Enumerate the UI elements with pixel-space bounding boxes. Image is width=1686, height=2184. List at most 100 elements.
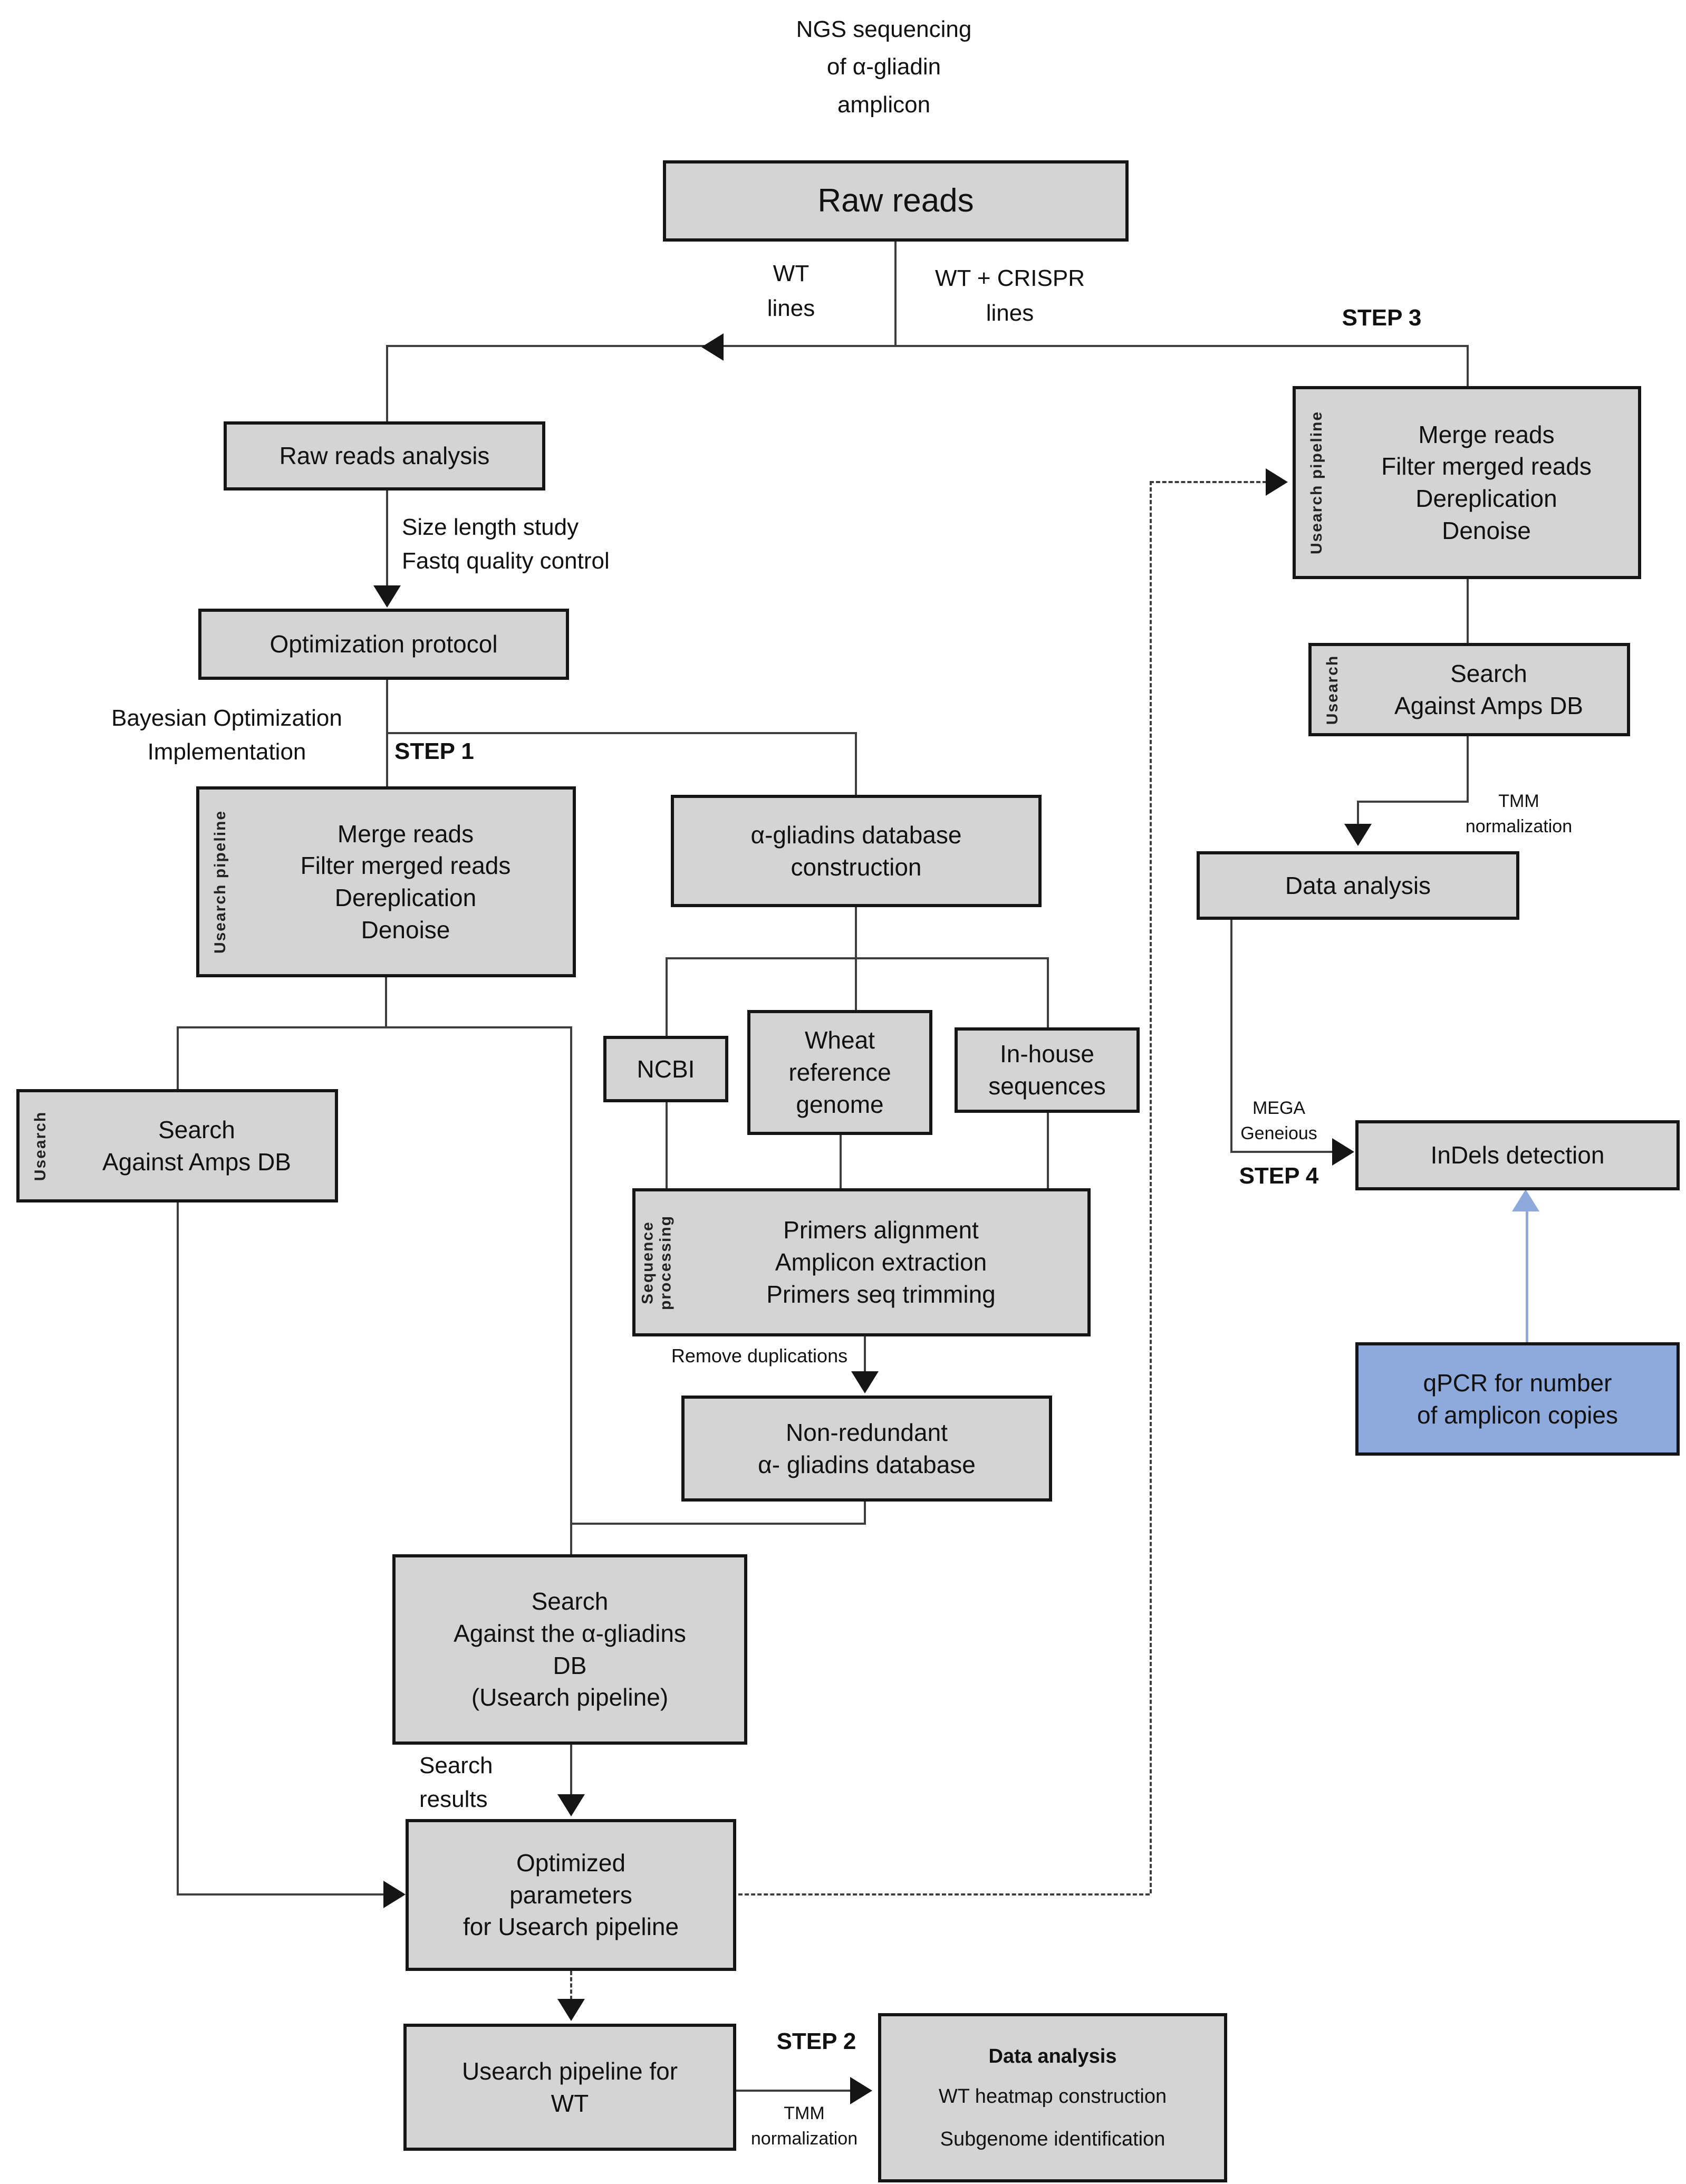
connector-ncbi-to-primers xyxy=(666,1101,668,1188)
node-search-amps-db-right: Usearch Search Against Amps DB xyxy=(1308,643,1630,736)
node-usearch-pipeline-step3-side-label: Usearch pipeline xyxy=(1308,410,1326,555)
arrowhead-right-indels xyxy=(1332,1138,1354,1166)
node-wheat-reference-genome-label: Wheat reference genome xyxy=(788,1026,891,1118)
node-in-house-sequences-label: In-house sequences xyxy=(988,1040,1106,1100)
label-mega-geneious: MEGA Geneious xyxy=(1240,1098,1317,1143)
node-usearch-pipeline-step3-label: Merge reads Filter merged reads Dereplic… xyxy=(1381,420,1592,544)
connector-to-searchamps-left xyxy=(177,1026,179,1090)
node-indels-detection-label: InDels detection xyxy=(1430,1141,1605,1169)
connector-sources-split xyxy=(666,957,1049,959)
node-raw-reads-analysis-label: Raw reads analysis xyxy=(279,442,490,470)
connector-searchamps-left-down xyxy=(177,1201,179,1894)
connector-to-step3-box xyxy=(1467,345,1469,387)
node-search-amps-db-left: Usearch Search Against Amps DB xyxy=(16,1089,338,1202)
arrowhead-right-step3-dashed xyxy=(1266,468,1288,496)
diagram-title: NGS sequencing of α-gliadin amplicon xyxy=(796,16,972,118)
connector-nonredundant-down xyxy=(864,1502,866,1525)
arrowhead-down-optimization xyxy=(373,585,401,608)
node-search-amps-db-right-side-label: Usearch xyxy=(1324,655,1342,725)
node-data-analysis-crispr: Data analysis xyxy=(1197,851,1519,920)
label-step3: STEP 3 xyxy=(1342,305,1422,331)
node-sequence-processing: Sequence processing Primers alignment Am… xyxy=(632,1188,1091,1336)
label-tmm-normalization-step3: TMM normalization xyxy=(1465,791,1573,836)
connector-search-to-optimized xyxy=(570,1745,572,1796)
connector-step1-down xyxy=(385,977,387,1027)
connector-dashed-optimized-to-wt xyxy=(570,1971,572,2000)
label-wt-lines: WT lines xyxy=(767,261,815,321)
node-usearch-pipeline-wt: Usearch pipeline for WT xyxy=(403,2024,736,2151)
connector-step3-to-search xyxy=(1467,579,1469,644)
label-step1: STEP 1 xyxy=(394,738,474,764)
connector-into-gliadins-search xyxy=(570,1523,572,1555)
node-ncbi-label: NCBI xyxy=(637,1055,695,1083)
label-search-results: Search results xyxy=(419,1753,493,1812)
node-qpcr-copies: qPCR for number of amplicon copies xyxy=(1355,1342,1680,1456)
connector-dashed-feedback-bottom xyxy=(738,1893,1150,1896)
connector-step4-horizontal xyxy=(1230,1151,1334,1153)
connector-searchright-left xyxy=(1357,801,1469,803)
label-bayesian-optimization: Bayesian Optimization Implementation xyxy=(111,705,342,765)
connector-to-ncbi xyxy=(666,957,668,1037)
node-optimization-protocol-label: Optimization protocol xyxy=(269,630,498,658)
node-gliadins-db-construction: α-gliadins database construction xyxy=(671,795,1042,907)
node-in-house-sequences: In-house sequences xyxy=(955,1027,1140,1113)
connector-branch-to-dbconstruction xyxy=(386,732,857,734)
connector-dashed-feedback-top xyxy=(1150,481,1267,483)
node-ncbi: NCBI xyxy=(603,1036,728,1102)
connector-step1-split xyxy=(177,1026,572,1028)
node-data-analysis-wt-line2: Subgenome identification xyxy=(940,2128,1165,2150)
connector-rawreads-down xyxy=(894,242,897,346)
arrowhead-down-optimized xyxy=(557,1794,585,1816)
label-remove-duplications: Remove duplications xyxy=(671,1345,848,1367)
node-non-redundant-db: Non-redundant α- gliadins database xyxy=(681,1396,1052,1502)
node-raw-reads-analysis: Raw reads analysis xyxy=(224,421,545,490)
node-data-analysis-wt-line1: WT heatmap construction xyxy=(938,2085,1167,2108)
connector-dashed-feedback-vertical xyxy=(1150,481,1152,1893)
connector-primers-to-nonredundant xyxy=(864,1335,866,1373)
node-raw-reads-label: Raw reads xyxy=(817,182,974,219)
node-data-analysis-wt-title: Data analysis xyxy=(988,2045,1117,2068)
node-search-gliadins-db-label: Search Against the α-gliadins DB (Usearc… xyxy=(454,1588,686,1711)
node-indels-detection: InDels detection xyxy=(1355,1120,1680,1190)
node-optimization-protocol: Optimization protocol xyxy=(198,609,569,680)
node-search-amps-db-left-side-label: Usearch xyxy=(32,1111,50,1181)
node-non-redundant-db-label: Non-redundant α- gliadins database xyxy=(758,1418,976,1478)
connector-dataanalysis-to-step4 xyxy=(1230,920,1232,1152)
arrowhead-down-usearch-wt xyxy=(557,1999,585,2021)
connector-wheat-to-primers xyxy=(840,1134,842,1188)
node-usearch-pipeline-step1: Usearch pipeline Merge reads Filter merg… xyxy=(196,786,576,977)
node-qpcr-copies-label: qPCR for number of amplicon copies xyxy=(1417,1369,1618,1429)
node-usearch-pipeline-step1-side-label: Usearch pipeline xyxy=(211,810,229,954)
node-optimized-parameters-label: Optimized parameters for Usearch pipelin… xyxy=(463,1849,679,1941)
node-sequence-processing-label: Primers alignment Amplicon extraction Pr… xyxy=(766,1216,996,1308)
arrowhead-right-dataanalysis-wt xyxy=(850,2077,872,2104)
connector-analysis-to-optimization xyxy=(386,489,388,588)
node-data-analysis-crispr-label: Data analysis xyxy=(1285,871,1431,899)
node-wheat-reference-genome: Wheat reference genome xyxy=(747,1010,932,1135)
connector-distribution-horizontal xyxy=(386,345,1468,347)
connector-to-inhouse xyxy=(1047,957,1049,1028)
arrowhead-down-dataanalysis-right xyxy=(1344,824,1372,846)
arrowhead-down-nonredundant xyxy=(851,1371,879,1393)
label-size-length-study: Size length study Fastq quality control xyxy=(402,514,610,574)
node-usearch-pipeline-step1-label: Merge reads Filter merged reads Dereplic… xyxy=(300,820,511,944)
connector-searchright-down xyxy=(1467,736,1469,803)
node-search-gliadins-db: Search Against the α-gliadins DB (Usearc… xyxy=(392,1554,747,1745)
node-search-amps-db-right-label: Search Against Amps DB xyxy=(1394,659,1583,719)
node-sequence-processing-side-label: Sequence processing xyxy=(639,1215,674,1310)
node-data-analysis-wt: Data analysis WT heatmap construction Su… xyxy=(878,2013,1227,2182)
label-tmm-normalization-step2: TMM normalization xyxy=(750,2103,858,2149)
connector-down-dbconstruction xyxy=(855,732,857,795)
arrowhead-up-indels-blue xyxy=(1512,1189,1539,1211)
connector-nonredundant-left xyxy=(570,1523,866,1525)
connector-into-dataanalysis-right xyxy=(1357,801,1359,825)
arrowhead-right-optimized-params xyxy=(383,1881,406,1908)
node-usearch-pipeline-wt-label: Usearch pipeline for WT xyxy=(461,2057,678,2117)
label-step2: STEP 2 xyxy=(776,2028,856,2054)
node-optimized-parameters: Optimized parameters for Usearch pipelin… xyxy=(406,1819,736,1971)
connector-inhouse-to-primers xyxy=(1047,1112,1049,1188)
node-usearch-pipeline-step3: Usearch pipeline Merge reads Filter merg… xyxy=(1293,386,1641,579)
arrowhead-left-wt-branch xyxy=(701,333,724,361)
connector-qpcr-to-indels xyxy=(1526,1209,1528,1342)
connector-into-optimized-left xyxy=(177,1893,384,1896)
